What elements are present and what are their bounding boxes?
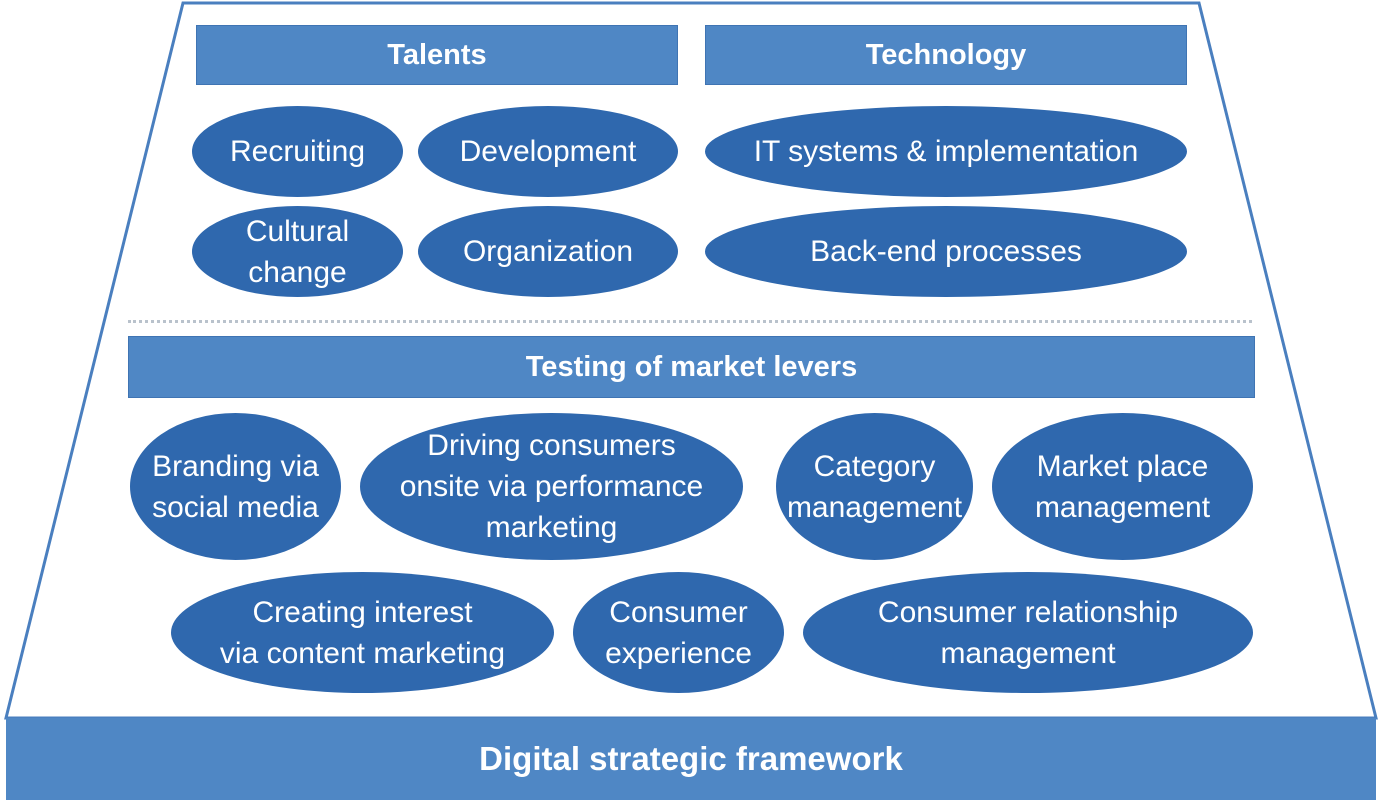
oval-label: Development xyxy=(459,135,637,168)
oval-it-systems: IT systems & implementation xyxy=(705,106,1187,197)
oval-market-place-management: Market place management xyxy=(992,413,1253,560)
oval-content-marketing: Creating interest via content marketing xyxy=(171,572,554,693)
section-divider xyxy=(128,320,1252,323)
oval-performance-marketing: Driving consumers onsite via performance… xyxy=(360,413,743,560)
oval-label: Consumer experience xyxy=(605,595,752,670)
oval-development: Development xyxy=(418,106,678,197)
oval-consumer-relationship-management: Consumer relationship management xyxy=(803,572,1253,693)
oval-label: Cultural change xyxy=(245,214,350,289)
oval-label: Back-end processes xyxy=(810,235,1082,268)
oval-label: Driving consumers onsite via performance… xyxy=(399,429,704,544)
oval-label: Recruiting xyxy=(229,135,366,168)
market-levers-title: Testing of market levers xyxy=(525,350,858,383)
market-levers-header: Testing of market levers xyxy=(128,336,1255,398)
oval-branding-social-media: Branding via social media xyxy=(130,413,341,560)
oval-back-end-processes: Back-end processes xyxy=(705,206,1187,297)
oval-recruiting: Recruiting xyxy=(192,106,403,197)
oval-label: Creating interest via content marketing xyxy=(219,595,506,670)
oval-label: Branding via social media xyxy=(152,449,319,524)
oval-organization: Organization xyxy=(418,206,678,297)
oval-cultural-change: Cultural change xyxy=(192,206,403,297)
oval-label: IT systems & implementation xyxy=(753,135,1139,168)
talents-header: Talents xyxy=(196,25,678,85)
oval-label: Category management xyxy=(786,449,963,524)
talents-title: Talents xyxy=(387,38,487,71)
oval-label: Organization xyxy=(462,235,634,268)
technology-header: Technology xyxy=(705,25,1187,85)
oval-consumer-experience: Consumer experience xyxy=(573,572,784,693)
footer-base-bar: Digital strategic framework xyxy=(6,718,1376,800)
oval-label: Market place management xyxy=(1034,449,1211,524)
footer-title: Digital strategic framework xyxy=(479,740,903,777)
oval-label: Consumer relationship management xyxy=(877,595,1179,670)
technology-title: Technology xyxy=(865,38,1027,71)
oval-category-management: Category management xyxy=(776,413,973,560)
